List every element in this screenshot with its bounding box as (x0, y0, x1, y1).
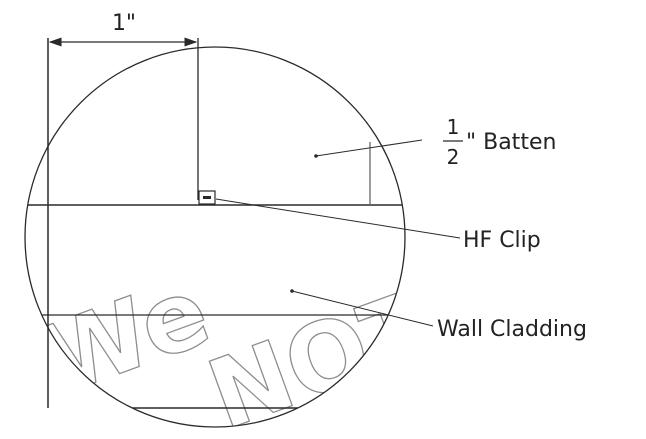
watermark-line-1: We (28, 255, 224, 418)
batten-fraction-numerator: 1 (447, 115, 460, 139)
hf-clip-label: HF Clip (463, 228, 541, 253)
batten-label: 1 2 " Batten (443, 115, 556, 169)
dimension-label: 1" (112, 11, 136, 36)
cladding-leader (291, 290, 434, 327)
batten-fraction-denominator: 2 (447, 145, 460, 169)
hf-clip-inner (203, 196, 211, 199)
batten-leader-dot (314, 154, 318, 158)
watermark-line-2: NOT (195, 269, 447, 439)
watermark: We NOT (27, 254, 447, 439)
batten-leader (315, 139, 423, 157)
hf-clip-leader (215, 198, 461, 239)
cladding-leader-dot (290, 289, 294, 293)
wall-cladding-label: Wall Cladding (437, 317, 587, 342)
batten-label-text: " Batten (466, 130, 556, 155)
detail-circle (24, 46, 406, 428)
